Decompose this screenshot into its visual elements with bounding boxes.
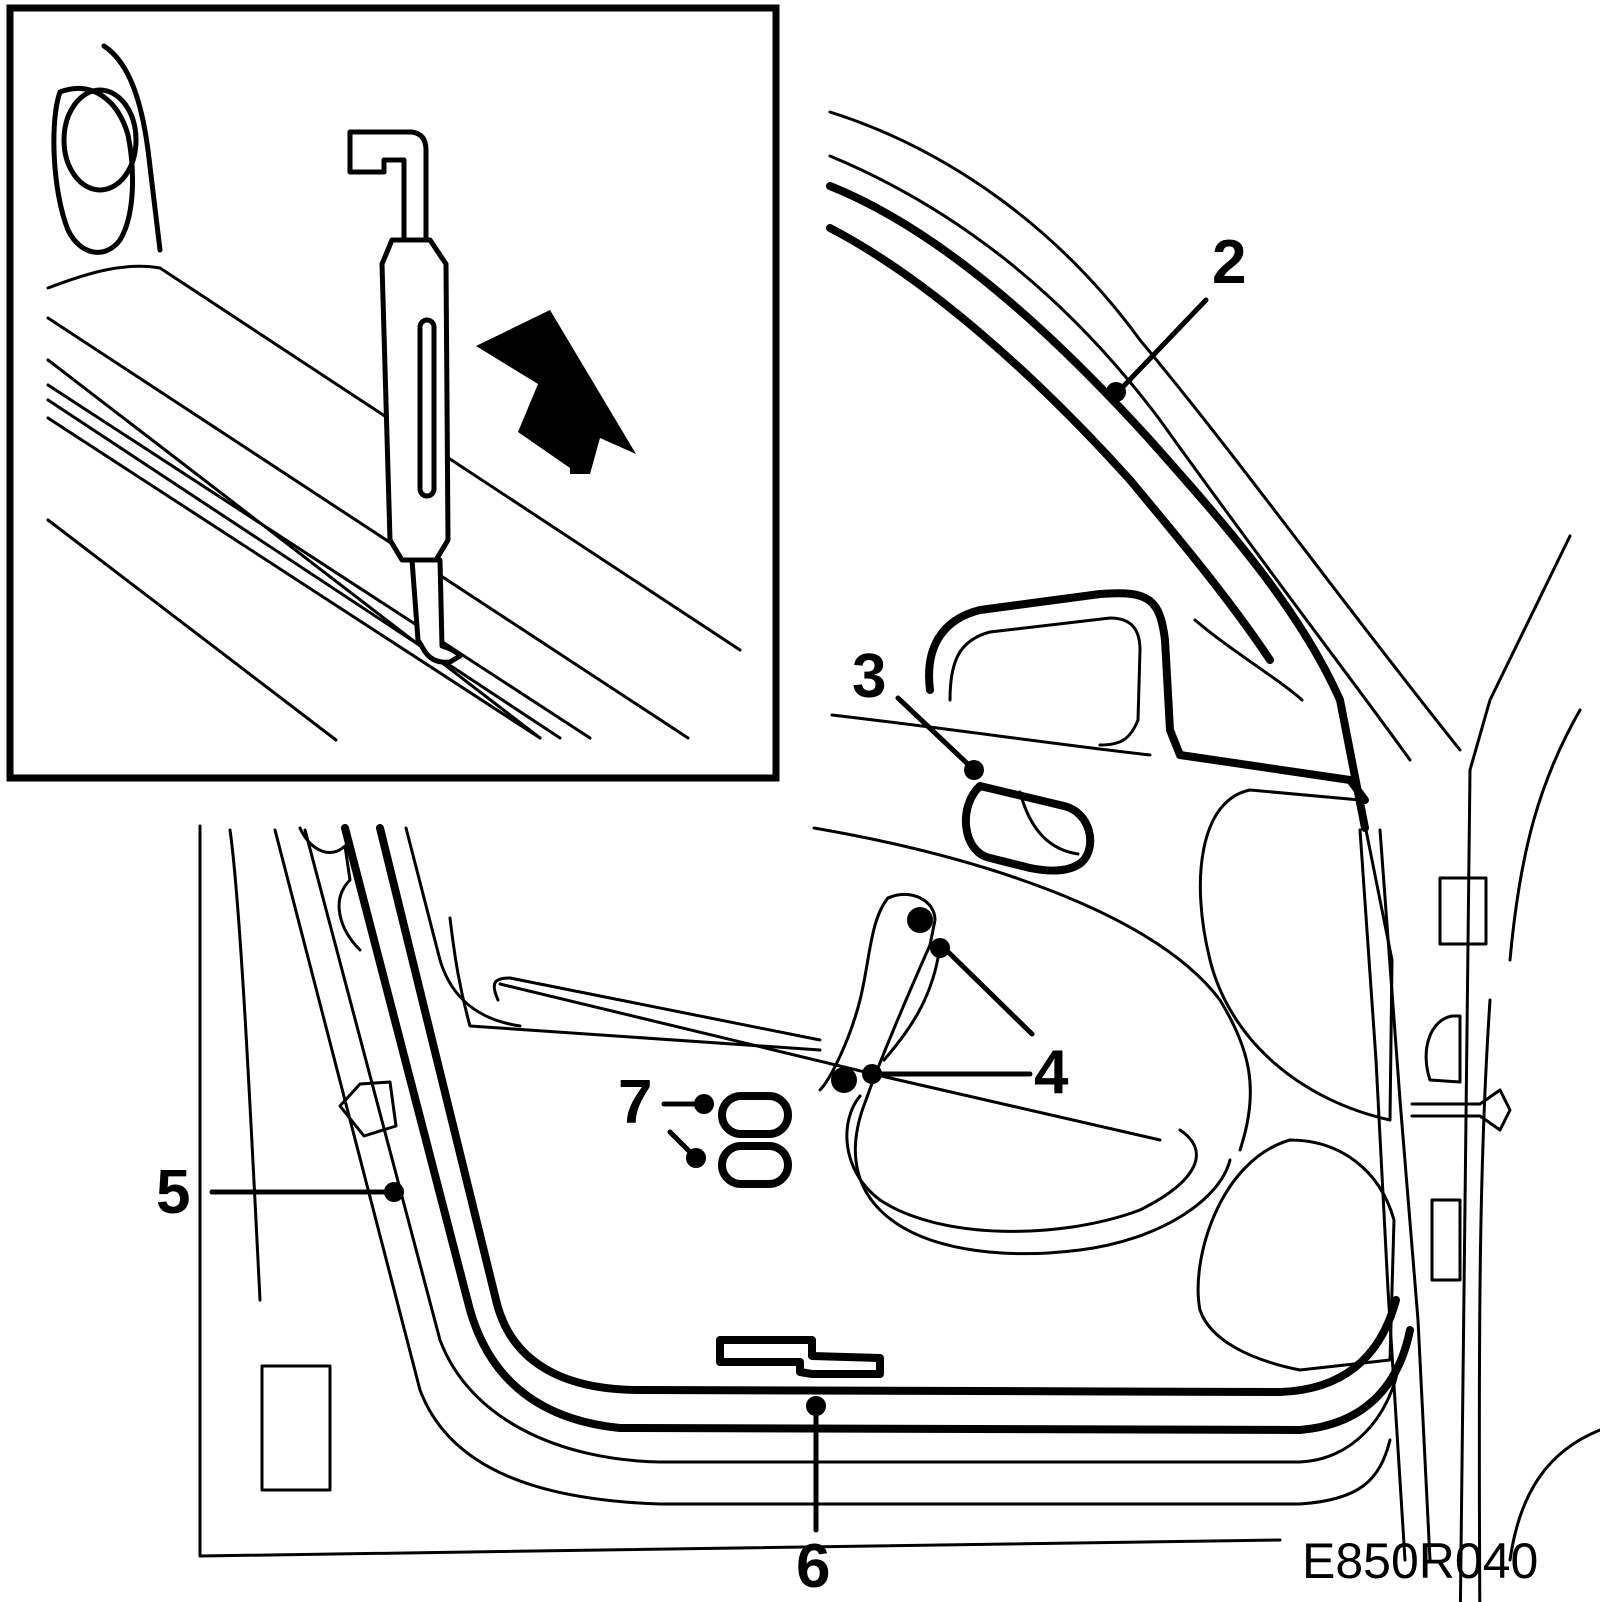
speaker-lower bbox=[1196, 1138, 1396, 1372]
leader-4a bbox=[937, 941, 1035, 1037]
inset-trim-edge-1 bbox=[46, 316, 690, 740]
inset-trim-edge-5 bbox=[46, 416, 542, 740]
door-lock-knob-inner bbox=[1018, 790, 1080, 856]
check-strap bbox=[1410, 1088, 1512, 1132]
hinge-bracket-middle bbox=[1424, 1014, 1462, 1084]
fastener-dot-4a bbox=[907, 907, 933, 933]
callout-7: 7 bbox=[618, 1068, 653, 1137]
fastener-dot-4c bbox=[831, 1067, 857, 1093]
door-lock-knob bbox=[961, 782, 1095, 875]
fastener-dot-4d bbox=[862, 1064, 882, 1084]
inset-handle-recess-outer bbox=[51, 86, 135, 255]
armrest-curve bbox=[448, 916, 822, 1052]
leader-dot-7b bbox=[686, 1148, 706, 1168]
door-grip-inner bbox=[845, 1094, 1198, 1233]
door-drawing bbox=[198, 110, 1600, 1602]
inset-trim-top bbox=[46, 264, 742, 652]
trim-top-edge bbox=[830, 713, 1152, 757]
mirror-mount-inner bbox=[948, 616, 1142, 747]
inset-detail bbox=[6, 4, 780, 782]
door-seal-outer bbox=[341, 824, 1414, 1434]
callout-4: 4 bbox=[1034, 1038, 1069, 1107]
hinge-pillar-1 bbox=[1458, 534, 1572, 1602]
hinge-bracket-upper bbox=[1438, 876, 1488, 946]
window-seal-outer bbox=[826, 182, 1369, 832]
inset-trim-edge-2 bbox=[46, 358, 542, 740]
window-seal-inner bbox=[826, 224, 1274, 664]
door-rear-edge-1 bbox=[1358, 828, 1407, 1562]
door-frame-outer-1 bbox=[828, 110, 1142, 342]
inset-trim-edge-3 bbox=[46, 383, 592, 740]
leader-3 bbox=[895, 695, 975, 771]
armrest-line bbox=[498, 982, 1162, 1142]
callout-6: 6 bbox=[796, 1532, 831, 1601]
callout-2: 2 bbox=[1212, 228, 1247, 297]
armrest-upper bbox=[492, 976, 822, 1042]
leader-dot-6 bbox=[806, 1396, 826, 1416]
trim-clip-hole-upper bbox=[718, 1092, 792, 1138]
callout-5: 5 bbox=[156, 1158, 191, 1227]
speaker-upper bbox=[1198, 788, 1394, 1122]
hinge-pillar-3 bbox=[1477, 998, 1492, 1602]
leader-dot-3 bbox=[964, 760, 984, 780]
leader-2 bbox=[1115, 297, 1209, 395]
latch-block bbox=[338, 1080, 398, 1138]
mirror-mount bbox=[925, 589, 1369, 804]
fastener-dot-4b bbox=[930, 938, 950, 958]
inset-trim-edge-4 bbox=[46, 398, 562, 740]
inset-trim-edge-6 bbox=[46, 518, 338, 742]
door-frame-outer-3 bbox=[828, 154, 1412, 762]
window-edge bbox=[404, 826, 522, 1028]
door-rear-edge-2 bbox=[1378, 828, 1432, 1562]
door-grip-stem-2 bbox=[882, 956, 940, 1062]
sill-line-2 bbox=[228, 828, 262, 1302]
trim-removal-tool-icon bbox=[347, 129, 463, 665]
mirror-mount-curve bbox=[1193, 618, 1304, 702]
inset-handle-recess bbox=[101, 43, 163, 253]
leader-dot-7a bbox=[694, 1094, 714, 1114]
door-grip-stem bbox=[818, 896, 890, 1092]
up-arrow-icon bbox=[476, 310, 636, 474]
inset-handle-recess-inner bbox=[61, 87, 139, 193]
leader-dot-2 bbox=[1106, 382, 1126, 402]
hinge-pillar-2 bbox=[1508, 708, 1582, 962]
door-frame-outer-2 bbox=[1138, 338, 1462, 752]
door-bottom-2 bbox=[273, 828, 1392, 1506]
hinge-bracket-lower bbox=[1430, 1198, 1462, 1282]
trim-clip-hole-lower bbox=[718, 1142, 792, 1188]
bottom-clip bbox=[716, 1336, 884, 1378]
bottom-curve-right bbox=[1508, 1428, 1600, 1562]
callout-3: 3 bbox=[852, 642, 887, 711]
data-label-plate bbox=[260, 1364, 332, 1492]
leader-lines bbox=[209, 297, 1209, 1533]
latch-recess bbox=[298, 826, 362, 952]
leader-dot-5 bbox=[384, 1182, 404, 1202]
door-bottom-1 bbox=[303, 828, 1402, 1464]
figure-code: E850R040 bbox=[1302, 1533, 1539, 1589]
door-seal-inner bbox=[376, 824, 1400, 1396]
trim-shoulder bbox=[812, 826, 1252, 1152]
sill-line bbox=[198, 824, 1282, 1558]
